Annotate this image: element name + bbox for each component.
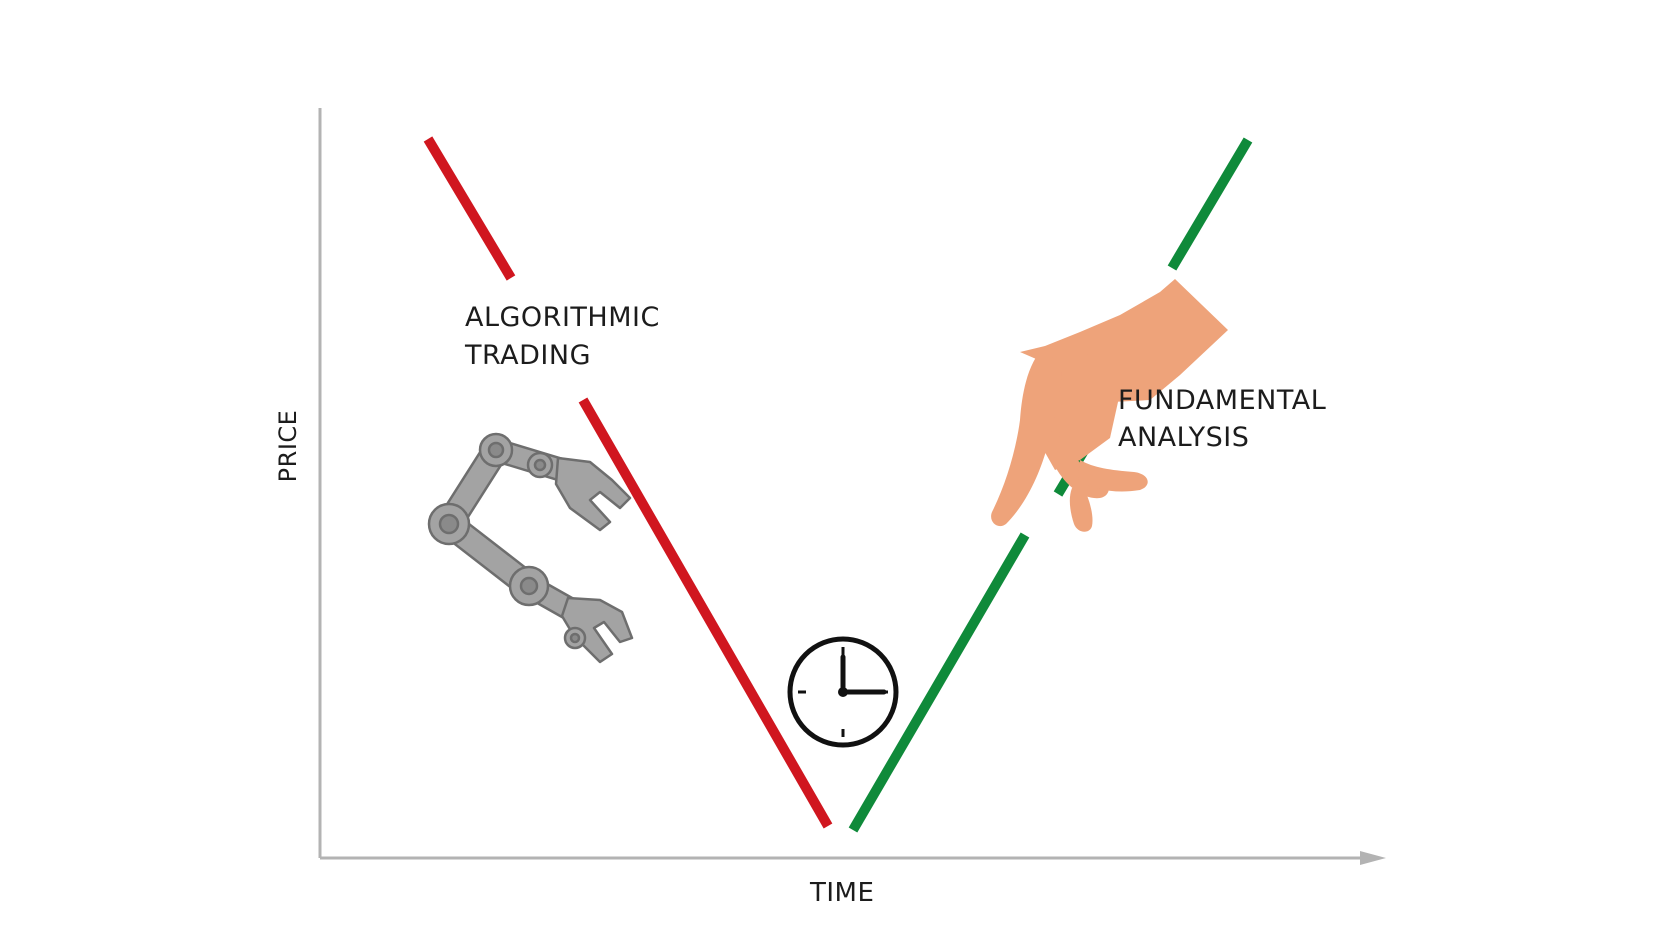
label-algorithmic-line2: TRADING (465, 340, 592, 371)
recovery-segment-lower (848, 532, 1030, 833)
recovery-segment-upper (1167, 137, 1253, 271)
label-fundamental-line2: ANALYSIS (1118, 422, 1250, 453)
clock-icon (787, 636, 899, 748)
decline-trend (423, 136, 833, 829)
decline-segment-lower (578, 397, 833, 829)
decline-segment-upper (423, 136, 516, 281)
robot-arm-icon (427, 432, 634, 664)
recovery-trend (848, 137, 1253, 833)
axes (318, 108, 1386, 865)
x-axis-arrowhead (1360, 851, 1386, 865)
human-hand-icon (991, 279, 1228, 532)
x-axis-label: TIME (810, 878, 875, 908)
y-axis-label: PRICE (274, 409, 302, 483)
label-fundamental-line1: FUNDAMENTAL (1118, 385, 1327, 416)
label-algorithmic-line1: ALGORITHMIC (465, 302, 660, 333)
